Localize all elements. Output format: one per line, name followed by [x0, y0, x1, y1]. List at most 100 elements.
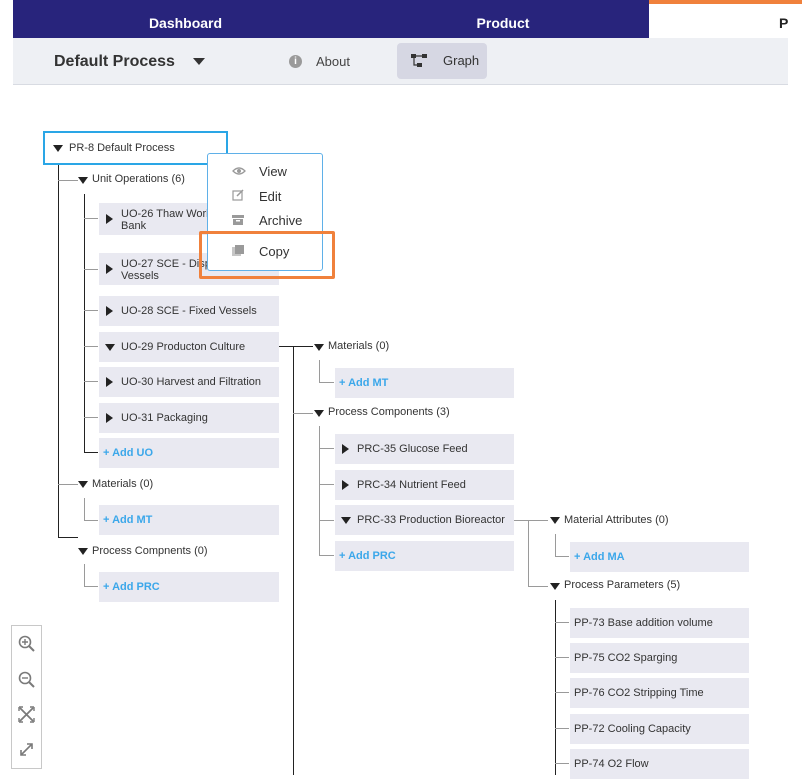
- collapsed-triangle-icon: [106, 306, 113, 316]
- node-label: PRC-33 Production Bioreactor: [357, 514, 505, 526]
- tree-connector: [555, 622, 569, 623]
- tree-connector: [84, 520, 98, 521]
- edit-icon: [232, 189, 244, 201]
- process-components-label[interactable]: Process Components (3): [328, 406, 450, 418]
- uo29-materials-label[interactable]: Materials (0): [328, 340, 390, 352]
- tree-node-uo-31[interactable]: UO-31 Packaging: [99, 403, 279, 433]
- tree-connector: [279, 346, 293, 347]
- tree-connector: [528, 520, 548, 521]
- tree-connector: [84, 564, 85, 586]
- tree-connector: [555, 657, 569, 658]
- collapsed-triangle-icon: [106, 413, 113, 423]
- zoom-controls: [11, 625, 42, 769]
- expand-triangle-icon[interactable]: [314, 344, 324, 351]
- zoom-in-icon[interactable]: [18, 635, 35, 652]
- archive-icon: [232, 215, 244, 225]
- node-label: PP-73 Base addition volume: [574, 617, 713, 629]
- add-prc-label: + Add PRC: [103, 581, 160, 593]
- tree-node-pp-74[interactable]: PP-74 O2 Flow: [570, 749, 749, 779]
- tree-connector: [319, 360, 320, 382]
- tree-connector: [319, 382, 334, 383]
- process-compnents-label[interactable]: Process Compnents (0): [92, 545, 208, 557]
- add-ma-button[interactable]: + Add MA: [570, 542, 749, 572]
- tree-connector: [555, 692, 569, 693]
- tree-connector: [58, 484, 78, 485]
- tree-connector: [514, 520, 528, 521]
- tree-connector: [84, 381, 98, 382]
- uo29-add-mt-button[interactable]: + Add MT: [335, 368, 514, 398]
- tree-connector: [84, 194, 85, 452]
- tree-connector: [84, 346, 98, 347]
- add-prc-button[interactable]: + Add PRC: [99, 572, 279, 602]
- tree-connector: [84, 417, 98, 418]
- tree-connector: [555, 600, 556, 775]
- expand-triangle-icon[interactable]: [78, 177, 88, 184]
- expand-triangle-icon: [53, 145, 63, 152]
- tree-node-uo-30[interactable]: UO-30 Harvest and Filtration: [99, 367, 279, 397]
- collapsed-triangle-icon: [342, 480, 349, 490]
- tree-connector: [293, 346, 294, 775]
- tree-node-prc-33[interactable]: PRC-33 Production Bioreactor: [335, 505, 514, 535]
- tree-connector: [84, 269, 98, 270]
- node-label: UO-28 SCE - Fixed Vessels: [121, 305, 257, 317]
- process-header: Default Process i About Graph: [13, 38, 788, 85]
- tree-connector: [319, 484, 334, 485]
- about-label: About: [316, 54, 350, 69]
- tree-connector: [84, 498, 85, 520]
- node-label: UO-31 Packaging: [121, 412, 208, 424]
- menu-item-copy[interactable]: Copy: [259, 244, 290, 259]
- expand-triangle-icon[interactable]: [550, 583, 560, 590]
- menu-item-edit[interactable]: Edit: [259, 189, 282, 204]
- expand-triangle-icon[interactable]: [78, 481, 88, 488]
- menu-item-archive[interactable]: Archive: [259, 213, 303, 228]
- tree-node-pp-75[interactable]: PP-75 CO2 Sparging: [570, 643, 749, 673]
- tree-connector: [555, 534, 556, 556]
- tree-connector: [528, 520, 529, 586]
- add-uo-button[interactable]: + Add UO: [99, 438, 279, 468]
- info-icon: i: [289, 55, 302, 68]
- materials-label[interactable]: Materials (0): [92, 478, 154, 490]
- root-process-node[interactable]: PR-8 Default Process: [43, 131, 228, 165]
- chevron-down-icon: [193, 58, 206, 66]
- fit-to-screen-icon[interactable]: [18, 706, 35, 723]
- expand-triangle-icon[interactable]: [78, 548, 88, 555]
- add-mt-label: + Add MT: [103, 514, 153, 526]
- tree-connector: [319, 448, 334, 449]
- expand-triangle-icon[interactable]: [550, 517, 560, 524]
- expand-triangle-icon: [341, 517, 351, 524]
- expand-icon[interactable]: [18, 741, 35, 758]
- tree-node-uo-28[interactable]: UO-28 SCE - Fixed Vessels: [99, 296, 279, 326]
- collapsed-triangle-icon: [106, 214, 113, 224]
- tree-node-pp-72[interactable]: PP-72 Cooling Capacity: [570, 714, 749, 744]
- process-selector[interactable]: Default Process: [54, 53, 206, 71]
- tree-node-uo-29[interactable]: UO-29 Producton Culture: [99, 332, 279, 362]
- tree-connector: [319, 555, 334, 556]
- context-menu: View Edit Archive Copy: [207, 153, 323, 271]
- tab-product[interactable]: Product: [476, 15, 530, 31]
- collapsed-triangle-icon: [106, 377, 113, 387]
- unit-operations-label[interactable]: Unit Operations (6): [92, 173, 185, 185]
- tree-connector: [528, 586, 548, 587]
- process-parameters-label[interactable]: Process Parameters (5): [564, 579, 681, 591]
- tree-connector: [293, 346, 313, 347]
- tree-node-pp-76[interactable]: PP-76 CO2 Stripping Time: [570, 678, 749, 708]
- add-mt-button[interactable]: + Add MT: [99, 505, 279, 535]
- tree-node-prc-35[interactable]: PRC-35 Glucose Feed: [335, 434, 514, 464]
- graph-button[interactable]: Graph: [397, 43, 487, 79]
- tab-process[interactable]: P: [649, 0, 802, 38]
- copy-icon: [232, 245, 244, 256]
- tree-connector: [555, 728, 569, 729]
- expand-triangle-icon[interactable]: [314, 410, 324, 417]
- add-prc-label: + Add PRC: [339, 550, 396, 562]
- tab-dashboard[interactable]: Dashboard: [148, 15, 223, 31]
- tree-connector: [58, 163, 59, 537]
- tree-node-pp-73[interactable]: PP-73 Base addition volume: [570, 608, 749, 638]
- uo29-add-prc-button[interactable]: + Add PRC: [335, 541, 514, 571]
- material-attributes-label[interactable]: Material Attributes (0): [564, 514, 669, 526]
- collapsed-triangle-icon: [342, 444, 349, 454]
- menu-item-view[interactable]: View: [259, 164, 287, 179]
- tree-connector: [84, 218, 98, 219]
- tree-node-prc-34[interactable]: PRC-34 Nutrient Feed: [335, 470, 514, 500]
- zoom-out-icon[interactable]: [18, 671, 35, 688]
